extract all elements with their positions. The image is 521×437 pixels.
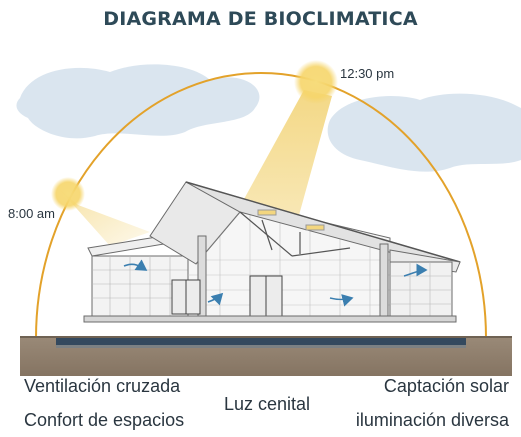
sun-label-morning: 8:00 am [8,206,55,221]
caption-solar: Captación solar [383,376,509,396]
caption-ventilation: Ventilación cruzada [24,376,181,396]
caption-comfort: Confort de espacios [24,410,185,430]
sun-ray-morning [60,190,150,246]
airflow-arrow-icon [329,294,354,307]
sun-ray-noon [238,90,332,226]
sun-morning-icon [51,177,85,211]
ground-top-line [20,336,512,338]
sun-noon-icon [294,60,338,104]
foundation-slab [56,338,466,345]
diagram-title: DIAGRAMA DE BIOCLIMATICA [103,8,418,30]
caption-skylight: Luz cenital [224,394,311,414]
cloud-left [16,64,260,139]
floor-slab [83,315,457,323]
column [379,243,389,323]
sun-label-noon: 12:30 pm [340,66,395,81]
airflow-arrows [123,259,428,307]
caption-lighting: iluminación diversa [355,410,509,430]
right-wing-grid [390,262,452,318]
airflow-arrow-icon [207,292,224,306]
skylight [257,209,277,216]
sun-path-arc [35,72,487,339]
airflow-arrow-icon [123,259,148,271]
cloud-right [327,93,521,172]
airflow-arrow-icon [403,263,428,277]
roof-trusses [239,211,351,257]
foundation-slab-shadow [56,345,466,348]
skylight [305,224,325,231]
building [83,181,461,323]
